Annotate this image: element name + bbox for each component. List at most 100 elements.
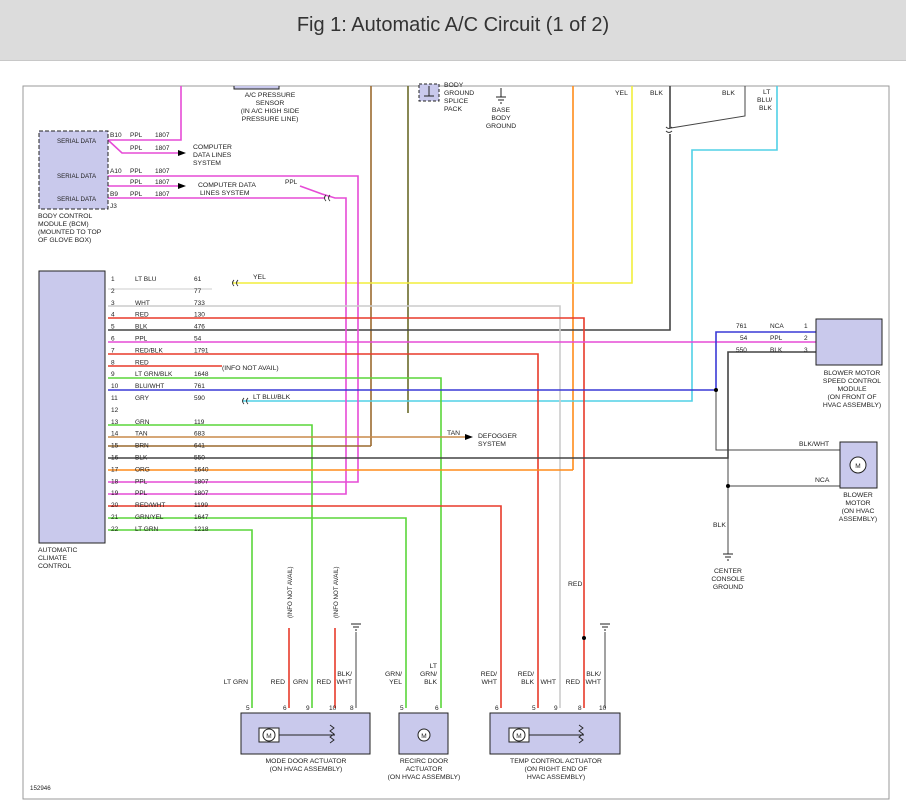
wire-acc-22-ltgrn — [108, 529, 253, 708]
acc-pin-number: 4 — [111, 312, 115, 319]
actuator-pin-number: 9 — [554, 705, 558, 712]
recirc-label-1: RECIRC DOOR — [400, 758, 448, 765]
wire-acc-21-grnyel — [108, 517, 407, 708]
wire-top-ltblu — [242, 86, 778, 402]
acc-yel-label: YEL — [253, 274, 266, 281]
acc-pin-color: WHT — [135, 300, 150, 307]
acc-pin-color: ORG — [135, 466, 150, 473]
acc-pin-number: 10 — [111, 383, 119, 390]
body-control-module: SERIAL DATA SERIAL DATA SERIAL DATA BODY… — [38, 130, 298, 244]
acc-pin-color: RED — [135, 359, 149, 366]
actuator-wire-color: WHT — [586, 679, 601, 686]
mode-door-label-1: MODE DOOR ACTUATOR — [266, 758, 347, 765]
actuator-pin-number: 5 — [246, 705, 250, 712]
wire-acc-16-blk — [108, 351, 816, 459]
actuator-wire-color: WHT — [541, 679, 556, 686]
acc-pin-color: BRN — [135, 443, 149, 450]
acc-pin-number: 20 — [111, 502, 119, 509]
temp-control-actuator: M TEMP CONTROL ACTUATOR (ON RIGHT END OF… — [489, 581, 621, 781]
blower-pin2-color: PPL — [770, 335, 783, 342]
actuator-wire-color: RED — [566, 679, 580, 686]
wire-acc-3-wht — [108, 305, 561, 708]
blower-blkwht-label: BLK/WHT — [799, 441, 829, 448]
acc-pin-color: RED — [135, 312, 149, 319]
acc-pin-number: 17 — [111, 466, 119, 473]
data-lines-1c: SYSTEM — [193, 160, 221, 167]
blower-mod-label-4: (ON FRONT OF — [828, 394, 877, 401]
acc-pin-number: 11 — [111, 395, 118, 402]
acc-pin-color: LT GRN/BLK — [135, 371, 173, 378]
actuator-wire-color: LT GRN — [224, 679, 248, 686]
acc-pin-color: PPL — [135, 336, 148, 343]
acc-pin-circuit: 1199 — [194, 502, 208, 509]
bcm-pin-b10-circuit: 1807 — [155, 132, 170, 139]
base-ground-1: BASE — [492, 107, 511, 114]
wire-bcm-a10 — [108, 175, 359, 483]
ac-pressure-sensor: A/C PRESSURE SENSOR (IN A/C HIGH SIDE PR… — [233, 86, 300, 123]
blower-motor-label-4: ASSEMBLY) — [839, 516, 877, 523]
acc-pin-circuit: 1807 — [194, 490, 209, 497]
temp-ground-symbol — [600, 623, 610, 631]
base-body-ground: BASE BODY GROUND — [486, 88, 516, 130]
actuator-pin-number: 10 — [329, 705, 337, 712]
center-ground-1: CENTER — [714, 568, 742, 575]
actuator-wire-color: RED/ — [518, 671, 534, 678]
blower-pin1-color: NCA — [770, 323, 784, 330]
data-lines-2a: COMPUTER DATA — [198, 182, 256, 189]
actuator-pin-number: 5 — [532, 705, 536, 712]
actuator-pin-number: 6 — [435, 705, 439, 712]
acc-pin-circuit: 1791 — [194, 347, 209, 354]
pressure-label-4: PRESSURE LINE) — [242, 116, 299, 123]
blower-motor-label-3: (ON HVAC — [842, 508, 875, 515]
pressure-label-2: SENSOR — [256, 100, 285, 107]
recirc-label-3: (ON HVAC ASSEMBLY) — [388, 774, 461, 781]
automatic-climate-control: AUTOMATIC CLIMATE CONTROL — [38, 270, 106, 570]
acc-pin-number: 8 — [111, 359, 115, 366]
acc-pin-color: BLK — [135, 324, 148, 331]
wire-acc-4-red — [108, 317, 585, 708]
base-ground-2: BODY — [491, 115, 511, 122]
acc-pin-circuit: 476 — [194, 324, 205, 331]
top-wire-blk2: BLK — [722, 90, 735, 97]
center-ground-2: CONSOLE — [711, 576, 745, 583]
acc-pin-number: 15 — [111, 443, 119, 450]
wire-acc-7-redblk — [108, 353, 539, 708]
acc-pin-color: PPL — [135, 490, 148, 497]
figure-title: Fig 1: Automatic A/C Circuit (1 of 2) — [296, 14, 610, 36]
acc-pin-number: 1 — [111, 276, 115, 283]
wiring-diagram: SERIAL DATA SERIAL DATA SERIAL DATA BODY… — [22, 82, 890, 800]
recirc-door-actuator: M RECIRC DOOR ACTUATOR (ON HVAC ASSEMBLY… — [388, 712, 461, 781]
blower-motor-label-1: BLOWER — [843, 492, 873, 499]
acc-pin-circuit: 61 — [194, 276, 202, 283]
acc-pin-number: 3 — [111, 300, 115, 307]
actuator-wire-color: WHT — [482, 679, 497, 686]
top-wire-lt: LT — [763, 89, 770, 96]
bcm-pin-a10-circuit: 1807 — [155, 168, 170, 175]
bcm-pin-b9-circuit: 1807 — [155, 191, 170, 198]
mode-ground-symbol — [351, 623, 361, 631]
acc-pin-circuit: 590 — [194, 395, 205, 402]
blower-motor: M BLK/WHT NCA BLK BLOWER MOTOR (ON HVAC … — [713, 441, 878, 529]
wire-bcm-ppl — [108, 185, 347, 495]
actuator-pin-number: 6 — [283, 705, 287, 712]
actuator-wire-color: LT — [430, 663, 437, 670]
actuator-wire-color: RED — [317, 679, 331, 686]
wire-acc-9-grnblk — [108, 377, 442, 708]
wire-acc-13-grn — [108, 424, 313, 708]
wire-acc-20-redwht — [108, 505, 502, 708]
acc-label-1: AUTOMATIC — [38, 547, 77, 554]
arrowheads — [178, 150, 473, 440]
acc-pin-number: 18 — [111, 478, 119, 485]
blower-pin2: 2 — [804, 335, 808, 342]
acc-pin-circuit: 683 — [194, 431, 205, 438]
blower-mod-label-2: SPEED CONTROL — [823, 378, 881, 385]
wire-bcm-b10 — [107, 118, 182, 154]
wires — [107, 86, 840, 708]
mode-door-actuator: M MODE DOOR ACTUATOR (ON HVAC ASSEMBLY) … — [240, 566, 371, 773]
temp-label-3: HVAC ASSEMBLY) — [527, 774, 585, 781]
bcm-pin-b9-color: PPL — [130, 191, 143, 198]
splice-label-1: BODY — [444, 82, 464, 89]
acc-pin-circuit: 1807 — [194, 478, 209, 485]
base-ground-3: GROUND — [486, 123, 516, 130]
